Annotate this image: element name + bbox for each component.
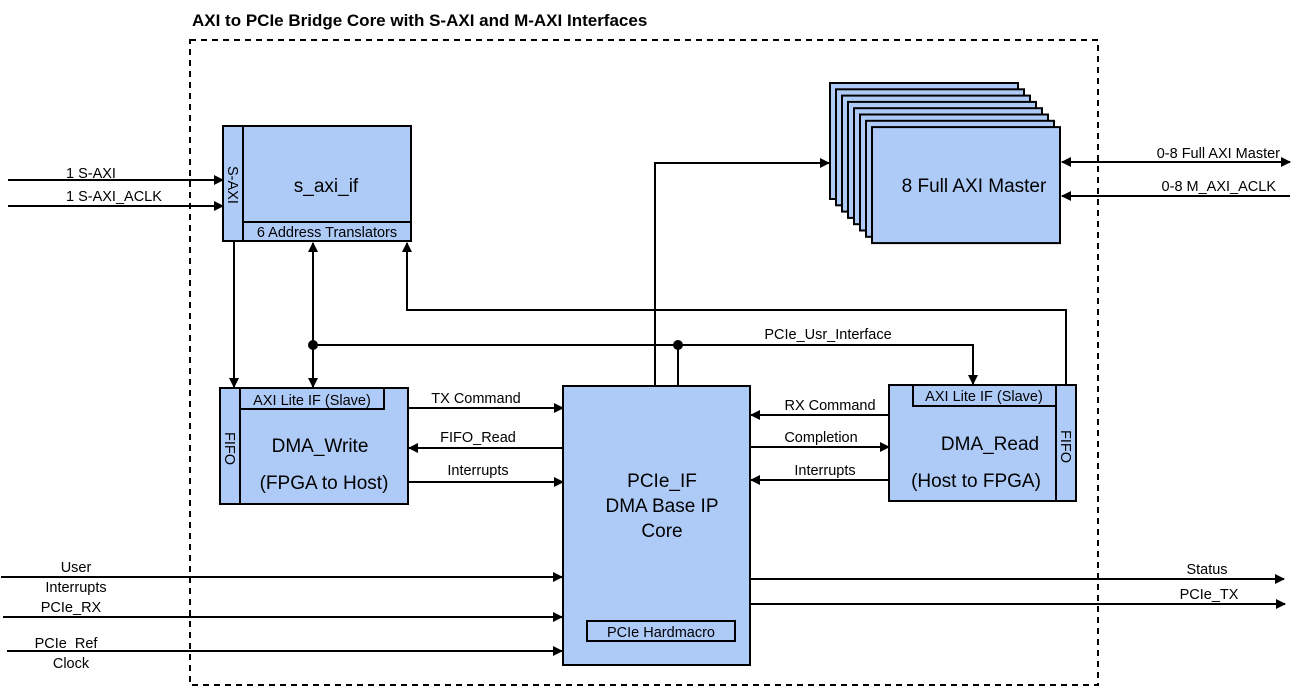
pcie-ref-clock-label-2: Clock — [53, 656, 90, 672]
address-translators-box — [242, 221, 412, 242]
s-axi-if-label: s_axi_if — [294, 176, 359, 197]
s-axi-if-block: S-AXI s_axi_if 6 Address Translators — [222, 125, 412, 242]
dma-write-block: FIFO AXI Lite IF (Slave) DMA_Write (FPGA… — [219, 387, 409, 505]
status-label: Status — [1186, 562, 1227, 578]
s-axi-port-label: S-AXI — [224, 166, 240, 204]
dma-read-axi-lite-label: AXI Lite IF (Slave) — [925, 389, 1043, 405]
pcie-hardmacro-box — [586, 620, 736, 642]
bridge-core-boundary — [189, 39, 1099, 686]
pcie-if-core-label: Core — [641, 521, 682, 542]
pcie-if-label: PCIe_IF — [627, 471, 697, 492]
pcie-usr-interface-label: PCIe_Usr_Interface — [764, 327, 891, 343]
pcie-usr-interface-bus — [313, 344, 978, 385]
dma-read-fifo-label: FIFO — [1057, 430, 1073, 463]
diagram-title: AXI to PCIe Bridge Core with S-AXI and M… — [192, 11, 647, 30]
user-interrupts-label-1: User — [61, 560, 92, 576]
pcie-tx-label: PCIe_TX — [1180, 587, 1239, 603]
tx-command-label: TX Command — [431, 391, 520, 407]
dma-read-fifo-to-s-axi-line — [402, 242, 1067, 385]
user-interrupts-label-2: Interrupts — [45, 580, 106, 596]
dma-write-fifo — [219, 387, 241, 505]
s-axi-signal-label: 1 S-AXI — [66, 166, 116, 182]
junction-dot — [308, 340, 318, 350]
pcie-if-block: PCIe_IF DMA Base IP Core PCIe Hardmacro — [562, 385, 751, 666]
address-translators-label: 6 Address Translators — [257, 225, 397, 241]
dma-read-axi-lite-box — [912, 384, 1057, 407]
dma-write-label: DMA_Write — [272, 436, 369, 457]
dma-write-axi-lite-box — [239, 387, 385, 410]
dma-read-direction: (Host to FPGA) — [911, 471, 1041, 492]
m-axi-aclk-signal-label: 0-8 M_AXI_ACLK — [1162, 179, 1277, 195]
dma-write-axi-lite-label: AXI Lite IF (Slave) — [253, 393, 371, 409]
pcie-hardmacro-label: PCIe Hardmacro — [607, 625, 715, 641]
read-interrupts-label: Interrupts — [794, 463, 855, 479]
completion-label: Completion — [784, 430, 857, 446]
fifo-read-label: FIFO_Read — [440, 430, 516, 446]
dma-write-direction: (FPGA to Host) — [260, 473, 389, 494]
dma-read-block: FIFO AXI Lite IF (Slave) DMA_Read (Host … — [888, 384, 1077, 502]
pcie-if-to-axi-master-line — [654, 158, 830, 386]
dma-read-label: DMA_Read — [941, 434, 1039, 455]
axi-master-label: 8 Full AXI Master — [902, 176, 1047, 197]
full-axi-master-signal-label: 0-8 Full AXI Master — [1157, 146, 1280, 162]
axi-master-instance — [871, 126, 1061, 245]
write-interrupts-label: Interrupts — [447, 463, 508, 479]
pcie-rx-label: PCIe_RX — [41, 600, 102, 616]
s-axi-aclk-signal-label: 1 S-AXI_ACLK — [66, 189, 162, 205]
pcie-ref-clock-label-1: PCIe_Ref — [35, 636, 99, 652]
rx-command-label: RX Command — [784, 398, 875, 414]
axi-master-stack — [829, 82, 1061, 245]
pcie-if-subtitle: DMA Base IP — [606, 496, 719, 517]
dma-write-fifo-label: FIFO — [221, 432, 237, 465]
